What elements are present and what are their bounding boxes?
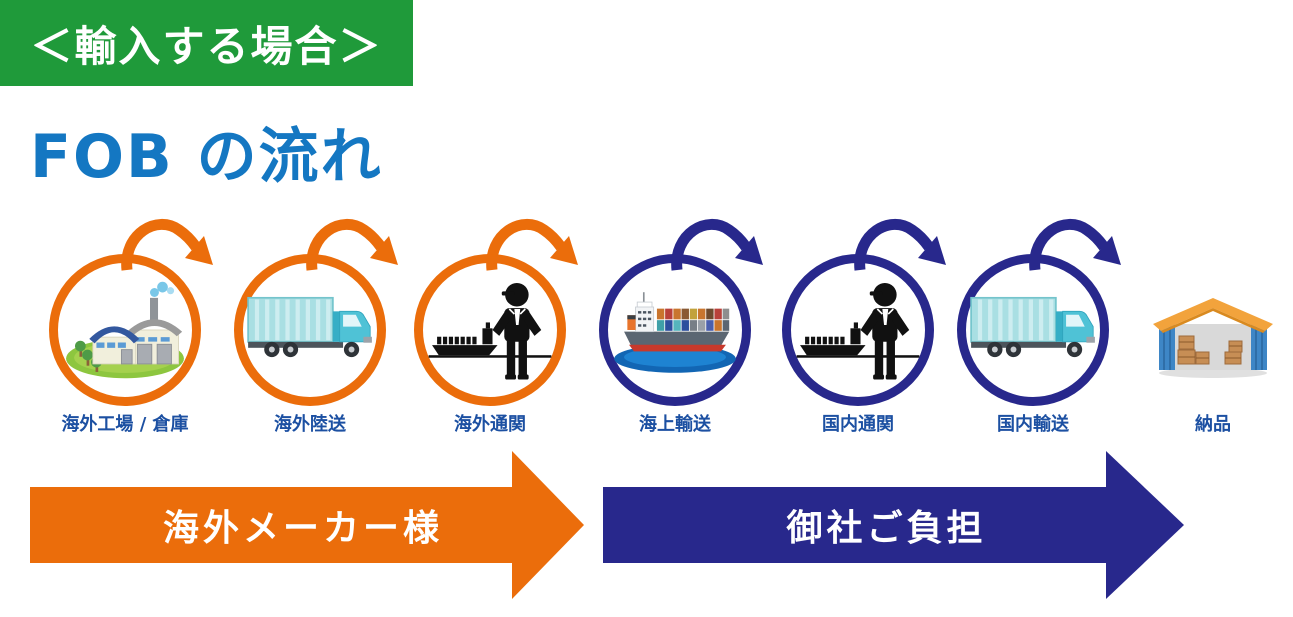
warehouse-icon [1151, 294, 1275, 378]
station-label: 国内通関 [822, 414, 894, 435]
station-overseas-land-transport [234, 254, 386, 406]
import-case-badge: ＜輸入する場合＞ [0, 0, 413, 86]
station-label: 海上輸送 [639, 414, 711, 435]
station-label: 国内輸送 [997, 414, 1069, 435]
customs-officer-icon [795, 271, 921, 389]
factory-icon [62, 280, 188, 380]
customs-officer-icon [427, 271, 553, 389]
station-overseas-factory [49, 254, 201, 406]
overseas-maker-banner-arrowhead-icon [512, 451, 584, 599]
station-overseas-customs [414, 254, 566, 406]
station-ring [49, 254, 201, 406]
cargo-truck-icon [246, 291, 374, 369]
station-domestic-customs [782, 254, 934, 406]
your-company-burden-banner: 御社ご負担 [603, 487, 1106, 563]
your-company-burden-banner-arrowhead-icon [1106, 451, 1184, 599]
overseas-maker-banner: 海外メーカー様 [30, 487, 512, 563]
station-domestic-transport [957, 254, 1109, 406]
station-ring [957, 254, 1109, 406]
station-ring [414, 254, 566, 406]
station-sea-transport [599, 254, 751, 406]
page-title: FOB の流れ [30, 122, 383, 192]
station-ring [782, 254, 934, 406]
station-label: 海外工場 / 倉庫 [61, 414, 189, 435]
station-ring [234, 254, 386, 406]
station-label: 海外陸送 [274, 414, 346, 435]
container-ship-icon [609, 284, 741, 376]
cargo-truck-icon [969, 291, 1097, 369]
station-label: 納品 [1195, 414, 1231, 435]
station-ring [599, 254, 751, 406]
station-label: 海外通関 [454, 414, 526, 435]
